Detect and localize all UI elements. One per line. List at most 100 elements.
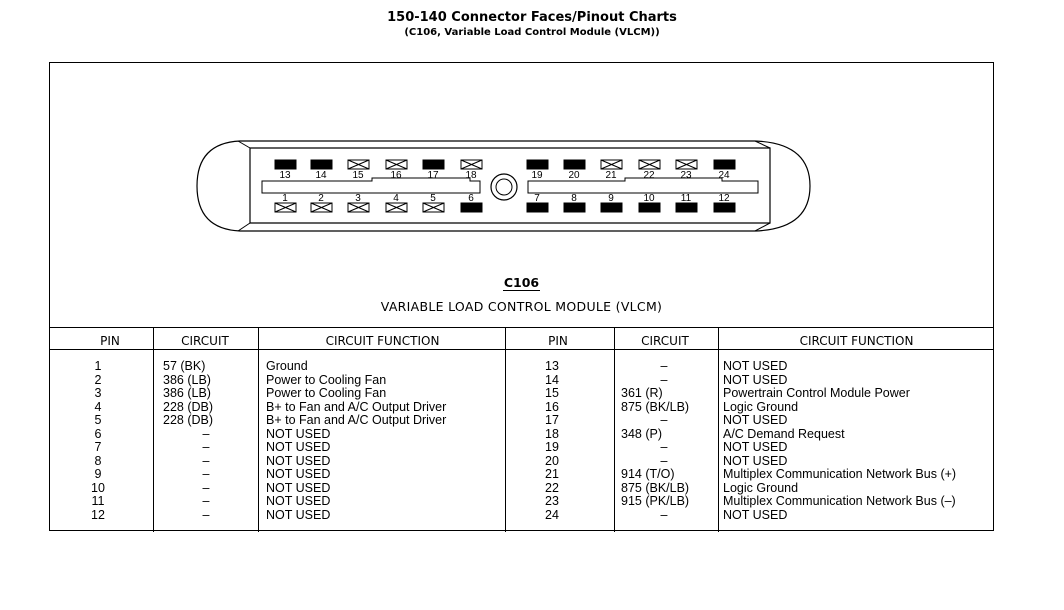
bottom-row-pin-3: 3 [347,193,370,213]
top-row-pin-18: 18 [460,159,483,181]
filled-cavity [675,202,698,213]
bottom-row-pin-10: 10 [638,193,661,213]
top-row-pin-22: 22 [638,159,661,181]
filled-cavity [713,159,736,170]
pin-cell: 22 [545,480,559,495]
top-row-pin-15: 15 [347,159,370,181]
filled-cavity [274,159,297,170]
pinout-table: PIN CIRCUIT CIRCUIT FUNCTION PIN CIRCUIT… [50,327,993,532]
pin-number-label: 11 [681,193,692,204]
pin-number-label: 16 [390,170,402,181]
circuit-cell: – [202,467,210,481]
pin-number-label: 22 [643,170,655,181]
pin-number-label: 13 [279,170,291,181]
pin-number-label: 20 [568,170,580,181]
top-row-pin-17: 17 [422,159,445,181]
header-function-right: CIRCUIT FUNCTION [799,334,914,348]
pin-cell: 10 [91,480,105,495]
pin-cell: 19 [545,440,559,454]
function-cell: NOT USED [723,359,788,373]
circuit-cell: – [660,453,668,468]
pin-number-label: 21 [605,170,617,181]
filled-cavity [526,159,549,170]
pin-number-label: 24 [718,170,730,181]
function-cell: B+ to Fan and A/C Output Driver [266,399,447,414]
pin-cell: 16 [545,399,559,414]
function-cell: Multiplex Communication Network Bus (+) [723,467,957,481]
filled-cavity [563,202,586,213]
circuit-cell: 914 (T/O) [621,467,675,481]
top-row-pin-16: 16 [385,159,408,181]
pin-cell: 15 [545,386,559,400]
pin-cell: 12 [91,507,105,522]
pin-cell: 2 [94,372,102,387]
bottom-row-pin-12: 12 [713,193,736,213]
function-cell: NOT USED [266,467,331,481]
function-cell: Logic Ground [723,399,799,414]
circuit-cell: – [660,507,668,522]
function-cell: Power to Cooling Fan [266,372,387,387]
circuit-cell: 875 (BK/LB) [621,399,690,414]
pin-cell: 14 [545,372,559,387]
function-cell: NOT USED [266,480,331,495]
column-divider [614,327,615,532]
function-cell: NOT USED [723,453,788,468]
pin-cell: 13 [545,359,559,373]
pin-number-label: 14 [315,170,327,181]
pin-number-label: 10 [643,193,655,204]
top-row-pin-21: 21 [600,159,623,181]
circuit-cell: 348 (P) [621,426,662,441]
pin-number-label: 17 [427,170,439,181]
header-circuit-left: CIRCUIT [181,334,229,348]
function-cell: Ground [266,359,308,373]
pin-cell: 4 [94,399,102,414]
pin-cell: 20 [545,453,559,468]
bottom-row-pin-6: 6 [460,193,483,213]
table-header: PIN CIRCUIT CIRCUIT FUNCTION PIN CIRCUIT… [50,327,993,350]
pin-number-label: 15 [352,170,364,181]
circuit-cell: – [202,494,210,508]
function-cell: B+ to Fan and A/C Output Driver [266,413,447,427]
top-row-pin-23: 23 [675,159,698,181]
column-divider [153,327,154,532]
circuit-cell: – [660,440,668,454]
top-row-pin-20: 20 [563,159,586,181]
page-title: 150-140 Connector Faces/Pinout Charts [387,10,677,25]
bottom-row-pin-8: 8 [563,193,586,213]
pin-cell: 11 [91,494,105,508]
filled-cavity [422,159,445,170]
pin-cell: 8 [94,453,102,468]
function-cell: NOT USED [723,440,788,454]
pin-number-label: 12 [718,193,730,204]
header-pin-right: PIN [548,334,568,348]
header-pin-left: PIN [100,334,120,348]
page-subtitle: (C106, Variable Load Control Module (VLC… [404,27,660,38]
filled-cavity [310,159,333,170]
column-divider [258,327,259,532]
pin-cell: 9 [94,467,102,481]
pin-cell: 21 [545,467,559,481]
center-key [490,173,518,201]
header-circuit-right: CIRCUIT [641,334,689,348]
connector-id: C106 [502,275,541,291]
top-row-pin-13: 13 [274,159,297,181]
bottom-row-pin-1: 1 [274,193,297,213]
pin-number-label: 7 [534,193,540,204]
bottom-row-pin-5: 5 [422,193,445,213]
function-cell: Powertrain Control Module Power [723,386,910,400]
circuit-cell: – [202,453,210,468]
function-cell: Logic Ground [723,480,799,495]
top-row-pin-19: 19 [526,159,549,181]
column-divider [718,327,719,532]
pin-number-label: 2 [318,193,324,204]
